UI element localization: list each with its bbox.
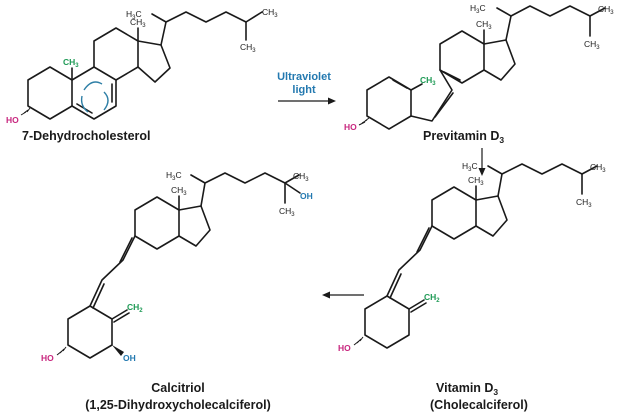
dehydro-h3c-h: H (126, 9, 132, 19)
uv-reaction-arrow: Ultraviolet light (277, 71, 336, 105)
dehydro-ch3-ring-label: CH (63, 57, 75, 67)
svg-text:OH: OH (123, 353, 136, 363)
previt-h3c-c: C (479, 3, 485, 13)
previt-h3c-h: H (470, 3, 476, 13)
calcitriol-ch3-c13-label: CH (171, 185, 183, 195)
dehydro-name: 7-Dehydrocholesterol (22, 129, 151, 143)
svg-text:CH3: CH3 (576, 197, 592, 209)
vitd3-name-sub: 3 (493, 387, 498, 397)
vitd3-ch3-top-sub: 3 (602, 168, 606, 174)
dehydro-ch3-ring-sub: 3 (75, 63, 79, 69)
previt-ch3-c13-sub: 3 (488, 25, 492, 31)
vitd3-ch3-end-label: CH (576, 197, 588, 207)
molecule-previtamin-d3: HO CH3 CH3 H3C CH3 CH3 Previtamin D3 (344, 3, 614, 145)
calcitriol-ch2-label: CH (127, 302, 139, 312)
svg-text:H3C: H3C (462, 161, 478, 173)
svg-text:CH3: CH3 (476, 19, 492, 31)
svg-text:CH3: CH3 (63, 57, 79, 69)
svg-text:CH3: CH3 (279, 206, 295, 218)
previt-name-text: Previtamin D (423, 129, 499, 143)
uv-label-line1: Ultraviolet (277, 71, 331, 83)
previt-ch3-end-sub: 3 (596, 45, 600, 51)
svg-text:CH3: CH3 (468, 175, 484, 187)
previt-h3c-sub: 3 (476, 9, 480, 15)
svg-text:CH3: CH3 (262, 7, 278, 19)
calcitriol-h3c-sub: 3 (172, 176, 176, 182)
calcitriol-ch3-c13-sub: 3 (183, 191, 187, 197)
previt-name: Previtamin D3 (423, 129, 504, 145)
svg-text:CH3: CH3 (584, 39, 600, 51)
svg-text:HO: HO (41, 353, 54, 363)
dehydro-ch3-top-label: CH (262, 7, 274, 17)
uv-label-line2: light (292, 84, 316, 96)
vitd3-ch3-c13-label: CH (468, 175, 480, 185)
previt-ch3-top-sub: 3 (610, 10, 614, 16)
calcitriol-ch3-top-label: CH (293, 171, 305, 181)
dehydro-ho-label: HO (6, 115, 19, 125)
vitd3-ch3-end-sub: 3 (588, 203, 592, 209)
calcitriol-ch3-end-sub: 3 (291, 212, 295, 218)
calcitriol-alt-name: (1,25-Dihydroxycholecalciferol) (85, 398, 270, 412)
svg-text:OH: OH (300, 191, 313, 201)
vitd3-h3c-h: H (462, 161, 468, 171)
svg-text:CH3: CH3 (171, 185, 187, 197)
calcitriol-ho-label: HO (41, 353, 54, 363)
molecule-vitamin-d3: HO CH2 CH3 H3C CH3 CH3 Vitamin D3 (Chole… (338, 161, 606, 412)
svg-text:CH2: CH2 (127, 302, 143, 314)
vitd3-name: Vitamin D3 (436, 381, 498, 397)
svg-text:HO: HO (338, 343, 351, 353)
calcitriol-oh-side-label: OH (300, 191, 313, 201)
dehydro-ch3-top-sub: 3 (274, 13, 278, 19)
previt-ch3-top-label: CH (598, 4, 610, 14)
previt-ho-label: HO (344, 122, 357, 132)
previt-name-sub: 3 (499, 135, 504, 145)
svg-text:H3C: H3C (470, 3, 486, 15)
svg-text:CH2: CH2 (424, 292, 440, 304)
calcitriol-ch3-end-label: CH (279, 206, 291, 216)
vitd3-alt-name: (Cholecalciferol) (430, 398, 528, 412)
svg-text:CH3: CH3 (240, 42, 256, 54)
calcitriol-oh-ring-label: OH (123, 353, 136, 363)
previt-ch3-end-label: CH (584, 39, 596, 49)
previt-ch3-green-label: CH (420, 75, 432, 85)
svg-text:CH3: CH3 (590, 162, 606, 174)
vitd3-h3c-c: C (471, 161, 477, 171)
svg-text:CH3: CH3 (293, 171, 309, 183)
svg-text:CH3: CH3 (420, 75, 436, 87)
svg-text:HO: HO (6, 115, 19, 125)
calcitriol-ch3-top-sub: 3 (305, 177, 309, 183)
calcitriol-h3c-h: H (166, 170, 172, 180)
dehydro-ch3-end-label: CH (240, 42, 252, 52)
dehydro-h3c-c: C (135, 9, 141, 19)
calcitriol-h3c-c: C (175, 170, 181, 180)
svg-text:H3C: H3C (166, 170, 182, 182)
dehydro-ch3-c13-sub: 3 (142, 23, 146, 29)
molecule-7-dehydrocholesterol: HO CH3 CH3 H3C CH3 CH3 7-Dehydrocholeste… (6, 7, 278, 143)
dehydro-ch3-end-sub: 3 (252, 48, 256, 54)
dehydro-ch3-c13-label: CH (130, 17, 142, 27)
molecule-calcitriol: HO OH CH2 CH3 H3C CH3 OH CH3 Calcitriol … (41, 170, 313, 412)
svg-text:CH3: CH3 (130, 17, 146, 29)
previt-ch3-c13-label: CH (476, 19, 488, 29)
previt-ch3-green-sub: 3 (432, 81, 436, 87)
left-reaction-arrow (322, 291, 364, 299)
calcitriol-name: Calcitriol (151, 381, 205, 395)
svg-text:H3C: H3C (126, 9, 142, 21)
vitd3-ch2-sub: 2 (436, 298, 440, 304)
vitd3-ho-label: HO (338, 343, 351, 353)
vitd3-ch3-c13-sub: 3 (480, 181, 484, 187)
vitd3-ch3-top-label: CH (590, 162, 602, 172)
dehydro-h3c-sub: 3 (132, 15, 136, 21)
vitd3-ch2-label: CH (424, 292, 436, 302)
vitd3-h3c-sub: 3 (468, 167, 472, 173)
down-reaction-arrow (478, 148, 486, 176)
svg-text:HO: HO (344, 122, 357, 132)
vitd3-name-text: Vitamin D (436, 381, 493, 395)
svg-text:CH3: CH3 (598, 4, 614, 16)
calcitriol-ch2-sub: 2 (139, 308, 143, 314)
